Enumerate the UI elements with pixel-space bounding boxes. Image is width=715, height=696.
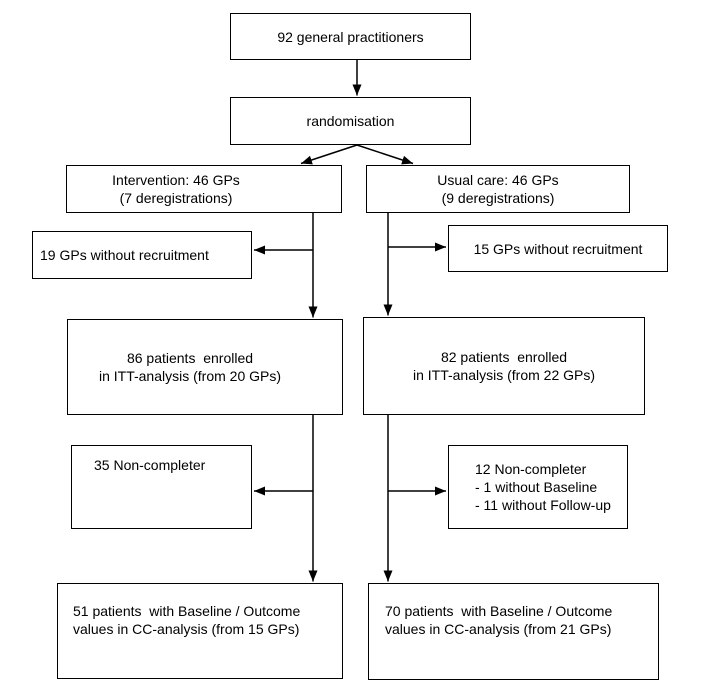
node-intervention-itt-enrolled: 86 patients enrolled in ITT-analysis (fr… bbox=[67, 319, 343, 415]
node-total-gps: 92 general practitioners bbox=[230, 13, 471, 60]
arrow-randomisation-to-intervention bbox=[300, 144, 358, 165]
node-text-line: values in CC-analysis (from 15 GPs) bbox=[73, 621, 300, 637]
node-randomisation: randomisation bbox=[230, 97, 471, 145]
node-text-line: in ITT-analysis (from 20 GPs) bbox=[98, 368, 282, 384]
node-intervention-no-recruitment: 19 GPs without recruitment bbox=[32, 231, 252, 279]
node-text-line: randomisation bbox=[306, 113, 395, 129]
node-usual-care-arm: Usual care: 46 GPs (9 deregistrations) bbox=[366, 165, 630, 213]
node-text-line: Usual care: 46 GPs bbox=[437, 172, 559, 188]
node-text-line: 92 general practitioners bbox=[277, 28, 424, 45]
node-intervention-non-completer: 35 Non-completer bbox=[71, 445, 252, 529]
node-usual-care-cc-analysis: 70 patients with Baseline / Outcome valu… bbox=[368, 583, 659, 680]
node-intervention-arm: Intervention: 46 GPs (7 deregistrations) bbox=[66, 165, 342, 213]
node-text-line: 51 patients with Baseline / Outcome bbox=[73, 603, 301, 619]
node-text-line: - 1 without Baseline bbox=[475, 479, 598, 495]
node-text-line: in ITT-analysis (from 22 GPs) bbox=[412, 367, 596, 383]
node-text-line: values in CC-analysis (from 21 GPs) bbox=[385, 621, 612, 637]
node-usual-care-no-recruitment: 15 GPs without recruitment bbox=[448, 225, 668, 272]
node-text-line: 70 patients with Baseline / Outcome bbox=[385, 603, 613, 619]
node-usual-care-non-completer: 12 Non-completer - 1 without Baseline - … bbox=[448, 445, 628, 529]
node-text-line: 86 patients enrolled bbox=[126, 350, 254, 366]
node-text-line: 35 Non-completer bbox=[94, 457, 206, 473]
node-intervention-cc-analysis: 51 patients with Baseline / Outcome valu… bbox=[57, 583, 343, 679]
node-text-line: - 11 without Follow-up bbox=[475, 497, 611, 513]
node-text-line: Intervention: 46 GPs bbox=[112, 172, 240, 188]
node-text-line: 15 GPs without recruitment bbox=[473, 240, 643, 257]
node-text-line: 82 patients enrolled bbox=[440, 349, 568, 365]
node-usual-care-itt-enrolled: 82 patients enrolled in ITT-analysis (fr… bbox=[363, 317, 645, 415]
node-text-line: 12 Non-completer bbox=[475, 461, 587, 477]
arrow-randomisation-to-usual-care bbox=[356, 144, 414, 165]
node-text-line: (9 deregistrations) bbox=[441, 190, 555, 206]
node-text-line: (7 deregistrations) bbox=[119, 190, 233, 206]
node-text-line: 19 GPs without recruitment bbox=[40, 247, 209, 263]
